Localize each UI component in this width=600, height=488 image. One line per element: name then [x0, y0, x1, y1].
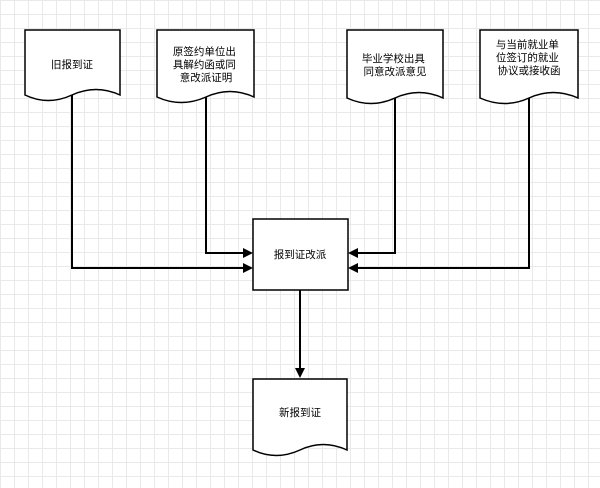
edges [71, 94, 530, 378]
node-label-line: 原签约单位出 [173, 45, 236, 58]
arrowhead-new-certificate [295, 368, 305, 378]
node-new-employer-agreement[interactable]: 与当前就业单 位签订的就业 协议或接收函 [479, 29, 579, 105]
node-school-approval[interactable]: 毕业学校出具 同意改派意见 [346, 29, 444, 105]
arrowhead-new-employer [348, 263, 358, 273]
node-label-line: 毕业学校出具 [362, 52, 425, 65]
document-shape [346, 29, 444, 105]
node-label: 原签约单位出 具解约函或同 意改派证明 [173, 45, 239, 84]
node-old-certificate[interactable]: 旧报到证 [24, 29, 121, 102]
node-label-line: 具解约函或同 [173, 58, 236, 71]
edge-new-employer-to-reassignment [356, 98, 530, 269]
node-label: 毕业学校出具 同意改派意见 [362, 52, 428, 78]
document-shape [252, 378, 348, 457]
edge-original-employer-to-reassignment [205, 97, 245, 254]
arrowhead-school-approval [348, 248, 358, 258]
document-shape [479, 29, 579, 105]
edge-school-approval-to-reassignment [356, 98, 396, 254]
arrowhead-original-employer [243, 248, 253, 258]
node-label: 报到证改派 [274, 248, 327, 261]
document-shape [24, 29, 121, 102]
node-label-line: 位签订的就业 [496, 51, 559, 64]
node-label-line: 同意改派意见 [364, 65, 427, 78]
node-label: 新报到证 [279, 406, 321, 419]
process-shape [252, 218, 349, 291]
node-reassignment[interactable]: 报到证改派 [252, 218, 349, 291]
document-shape [156, 29, 255, 104]
node-label-line: 协议或接收函 [498, 64, 561, 77]
edge-old-certificate-to-reassignment [71, 94, 245, 269]
node-label-line: 意改派证明 [180, 71, 233, 84]
node-original-employer-proof[interactable]: 原签约单位出 具解约函或同 意改派证明 [156, 29, 255, 104]
node-new-certificate[interactable]: 新报到证 [252, 378, 348, 457]
arrowhead-old-certificate [243, 263, 253, 273]
node-label-line: 与当前就业单 [496, 38, 559, 51]
node-label: 与当前就业单 位签订的就业 协议或接收函 [496, 38, 562, 77]
node-label: 旧报到证 [51, 58, 93, 71]
